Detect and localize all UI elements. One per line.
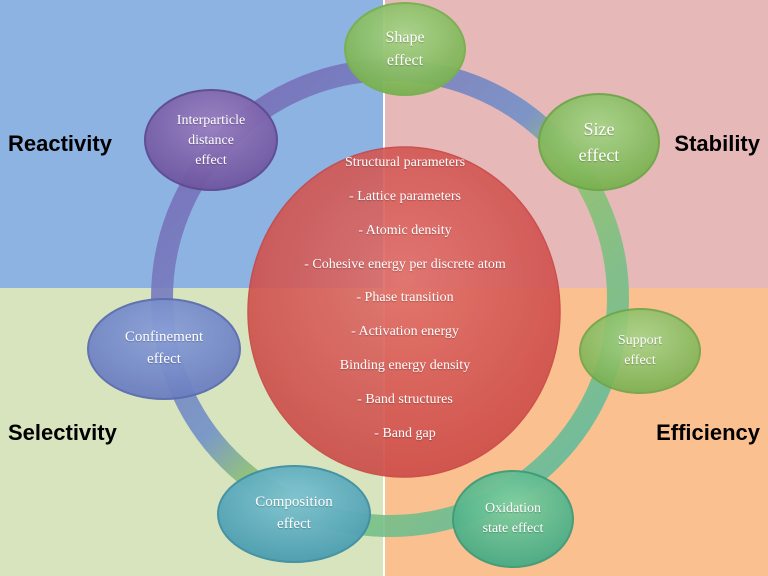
center-item: - Lattice parameters bbox=[349, 189, 461, 204]
center-ellipse bbox=[247, 146, 561, 478]
node-support bbox=[579, 308, 701, 394]
node-size-label: Size effect bbox=[578, 118, 620, 165]
node-interparticle-label: Interparticle distance effect bbox=[176, 112, 246, 169]
center-item: - Band gap bbox=[374, 426, 436, 441]
node-composition-label: Composition effect bbox=[255, 494, 333, 532]
node-shape bbox=[344, 2, 466, 96]
center-item: Binding energy density bbox=[339, 358, 471, 373]
center-item: - Phase transition bbox=[356, 290, 454, 305]
node-support-label: Support effect bbox=[617, 332, 663, 368]
node-size bbox=[538, 93, 660, 191]
node-composition bbox=[217, 465, 371, 563]
center-item: - Band structures bbox=[357, 392, 453, 407]
label-efficiency: Efficiency bbox=[656, 420, 760, 445]
node-oxidation bbox=[452, 470, 574, 568]
node-confinement bbox=[87, 298, 241, 400]
node-shape-label: Shape effect bbox=[385, 28, 425, 69]
label-selectivity: Selectivity bbox=[8, 420, 117, 445]
center-text: Structural parameters - Lattice paramete… bbox=[275, 150, 535, 455]
node-interparticle bbox=[144, 89, 278, 191]
label-reactivity: Reactivity bbox=[8, 131, 112, 156]
label-stability: Stability bbox=[674, 131, 760, 156]
node-oxidation-label: Oxidation state effect bbox=[482, 500, 544, 536]
center-item: - Cohesive energy per discrete atom bbox=[304, 257, 506, 272]
node-confinement-label: Confinement effect bbox=[124, 329, 204, 367]
center-heading: Structural parameters bbox=[344, 155, 466, 170]
center-item: - Activation energy bbox=[351, 324, 459, 339]
center-item: - Atomic density bbox=[358, 223, 452, 238]
